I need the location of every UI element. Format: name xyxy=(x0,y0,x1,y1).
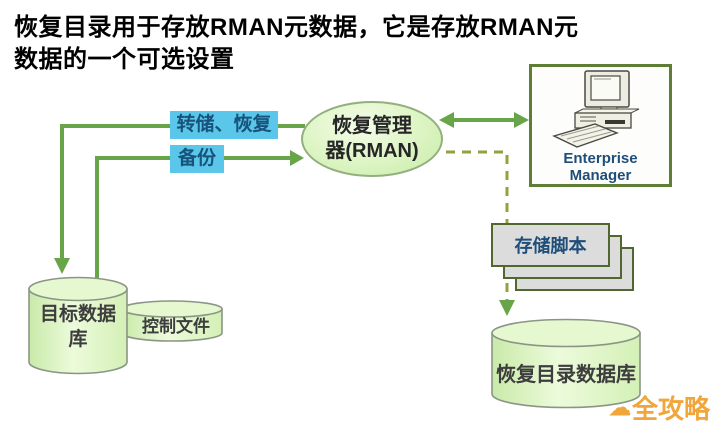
edge-backup xyxy=(95,150,304,281)
watermark-text: 全攻略 xyxy=(631,394,710,424)
em-label-line1: Enterprise xyxy=(563,150,638,167)
page-title-line1: 恢复目录用于存放RMAN元数据，它是存放RMAN元 xyxy=(14,14,579,41)
page-title-line2: 数据的一个可选设置 xyxy=(14,46,235,73)
arrow-right-icon xyxy=(514,112,529,128)
rman-label-line2: 器(RMAN) xyxy=(325,140,419,162)
control-file-label: 控制文件 xyxy=(142,317,210,336)
edge-rman-enterprise-manager xyxy=(439,112,529,128)
target-db-line1: 目标数据 xyxy=(39,304,116,325)
node-target-database-cylinder xyxy=(28,276,128,375)
node-recovery-catalog-cylinder xyxy=(491,318,641,409)
arrow-left-icon xyxy=(439,112,454,128)
node-enterprise-manager: Enterprise Manager xyxy=(529,64,672,187)
rman-label-line1: 恢复管理 xyxy=(332,115,412,137)
target-db-line2: 库 xyxy=(68,329,88,350)
desktop-computer-icon xyxy=(551,70,639,148)
edge-label-backup: 备份 xyxy=(170,145,224,173)
arrow-down-icon xyxy=(54,258,70,274)
enterprise-manager-label: Enterprise Manager xyxy=(563,150,637,184)
recovery-catalog-database-label: 恢复目录数据库 xyxy=(496,364,636,386)
page-title: 恢复目录用于存放RMAN元数据，它是存放RMAN元 数据的一个可选设置 xyxy=(14,12,704,76)
cloud-icon: ☁ xyxy=(608,394,631,420)
target-database-label: 目标数据 库 xyxy=(27,302,129,352)
watermark: ☁ 全攻略 xyxy=(609,389,710,426)
edge-label-transfer-restore: 转储、恢复 xyxy=(170,111,278,139)
arrow-right-icon xyxy=(290,150,304,166)
arrow-down-icon xyxy=(499,300,515,316)
em-label-line2: Manager xyxy=(569,167,632,184)
node-stored-scripts: 存储脚本 xyxy=(491,223,610,267)
node-rman: 恢复管理 器(RMAN) xyxy=(301,101,443,177)
